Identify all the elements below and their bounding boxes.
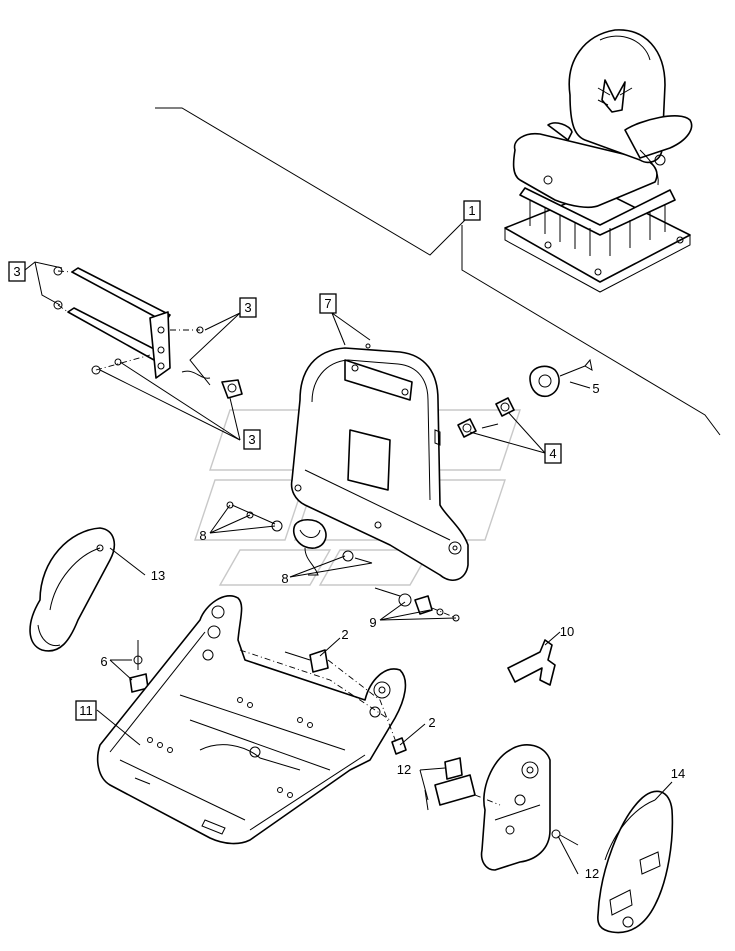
callout-2-lower: 2 — [428, 715, 435, 730]
clip-6 — [129, 640, 149, 693]
svg-text:8: 8 — [199, 528, 206, 543]
svg-text:8: 8 — [281, 571, 288, 586]
callout-5: 5 — [592, 381, 599, 396]
bracket-strips — [53, 266, 243, 399]
callout-13: 13 — [151, 568, 165, 583]
callout-12-left: 12 — [397, 762, 411, 777]
callout-14: 14 — [671, 766, 685, 781]
callout-1: 1 — [463, 200, 481, 221]
callout-12-right: 12 — [585, 866, 599, 881]
backrest-frame — [290, 343, 469, 581]
side-cover-right — [597, 790, 674, 934]
callout-3-left: 3 — [8, 261, 26, 282]
svg-text:6: 6 — [100, 654, 107, 669]
lever — [507, 639, 556, 686]
svg-text:2: 2 — [341, 627, 348, 642]
side-mechanism — [424, 744, 579, 871]
bolts-2 — [284, 649, 407, 755]
svg-text:4: 4 — [549, 446, 556, 461]
svg-text:12: 12 — [585, 866, 599, 881]
spring-clip — [226, 501, 373, 576]
svg-text:13: 13 — [151, 568, 165, 583]
callout-3-top: 3 — [239, 297, 257, 318]
svg-text:3: 3 — [248, 432, 255, 447]
callout-8-upper: 8 — [199, 528, 206, 543]
bolt-set-9 — [374, 587, 460, 622]
leader-lines — [24, 261, 673, 875]
callout-9: 9 — [369, 615, 376, 630]
callout-2-upper: 2 — [341, 627, 348, 642]
callout-6: 6 — [100, 654, 107, 669]
svg-text:5: 5 — [592, 381, 599, 396]
callouts: 1 2 2 3 3 3 4 5 6 7 — [8, 200, 685, 881]
reference-lines — [155, 107, 721, 436]
seat-assembly — [504, 29, 693, 293]
svg-text:3: 3 — [244, 300, 251, 315]
callout-8-lower: 8 — [281, 571, 288, 586]
side-cover-left — [29, 527, 116, 652]
callout-4: 4 — [544, 443, 562, 464]
svg-text:12: 12 — [397, 762, 411, 777]
callout-7: 7 — [319, 293, 337, 314]
callout-11: 11 — [75, 700, 97, 721]
svg-text:3: 3 — [13, 264, 20, 279]
adjuster-parts — [457, 358, 593, 438]
svg-text:7: 7 — [324, 296, 331, 311]
svg-text:2: 2 — [428, 715, 435, 730]
callout-10: 10 — [560, 624, 574, 639]
seat-base-frame — [96, 595, 407, 845]
svg-text:9: 9 — [369, 615, 376, 630]
svg-text:14: 14 — [671, 766, 685, 781]
svg-text:1: 1 — [468, 203, 475, 218]
svg-text:10: 10 — [560, 624, 574, 639]
callout-3-bottom: 3 — [243, 429, 261, 450]
svg-text:11: 11 — [79, 703, 93, 718]
